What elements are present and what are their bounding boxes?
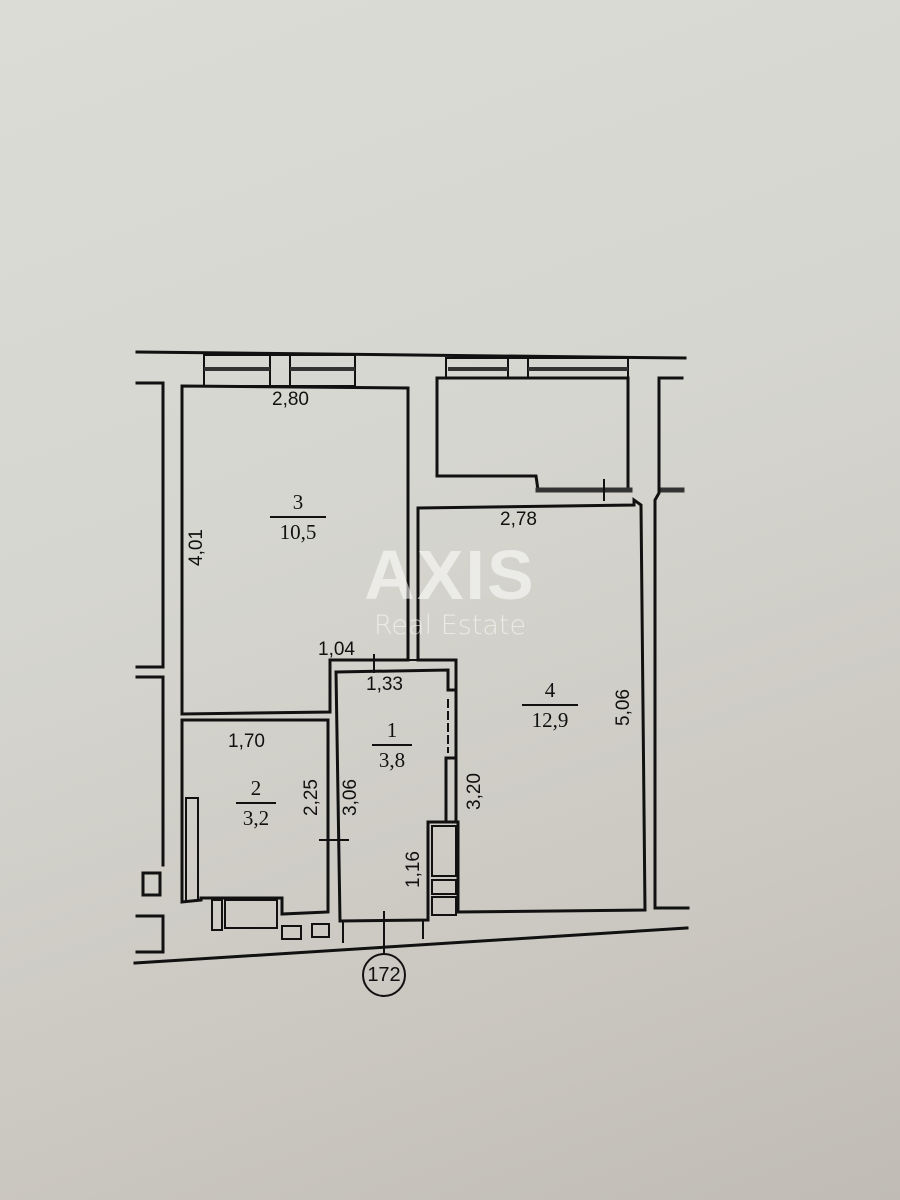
room-2-number: 2 — [250, 776, 262, 800]
axis-marker: 172 — [362, 953, 406, 997]
dim-room2-width: 1,70 — [228, 731, 265, 752]
room-3-area: 10,5 — [270, 516, 326, 543]
dim-corridor-top: 1,04 — [318, 639, 355, 660]
dim-room3-width: 2,80 — [272, 389, 309, 410]
room-3-number: 3 — [292, 490, 304, 514]
room-1-label: 1 3,8 — [372, 720, 412, 771]
dim-room1-height: 3,06 — [339, 779, 361, 816]
room-2-walls — [180, 718, 330, 916]
room-4-number: 4 — [544, 678, 556, 702]
column-left-1 — [141, 871, 162, 897]
dim-room1-niche: 1,16 — [402, 851, 424, 888]
room-2-area: 3,2 — [236, 802, 276, 829]
column-left-2 — [135, 914, 165, 954]
vent-2 — [311, 923, 330, 938]
right-exterior-wall — [653, 376, 690, 910]
room-4-area: 12,9 — [522, 704, 578, 731]
dim-room4-height: 5,06 — [612, 689, 634, 726]
dim-room3-height: 4,01 — [185, 529, 207, 566]
dim-room1-width: 1,33 — [366, 674, 403, 695]
room-1-number: 1 — [386, 718, 398, 742]
radiator — [211, 899, 223, 931]
room-1-walls — [334, 668, 458, 923]
room-2-label: 2 3,2 — [236, 778, 276, 829]
left-wall-upper — [135, 381, 165, 669]
left-wall-lower — [135, 675, 165, 867]
vent-1 — [281, 925, 302, 940]
dim-room4-width: 2,78 — [500, 509, 537, 530]
room-3-label: 3 10,5 — [270, 492, 326, 543]
dim-room4-partial: 3,20 — [463, 773, 485, 810]
dim-room2-height: 2,25 — [300, 779, 322, 816]
balcony-walls — [435, 376, 630, 492]
cabinet — [431, 825, 457, 877]
room-1-area: 3,8 — [372, 744, 412, 771]
outer-wall-bottom — [133, 926, 689, 965]
room-4-label: 4 12,9 — [522, 680, 578, 731]
